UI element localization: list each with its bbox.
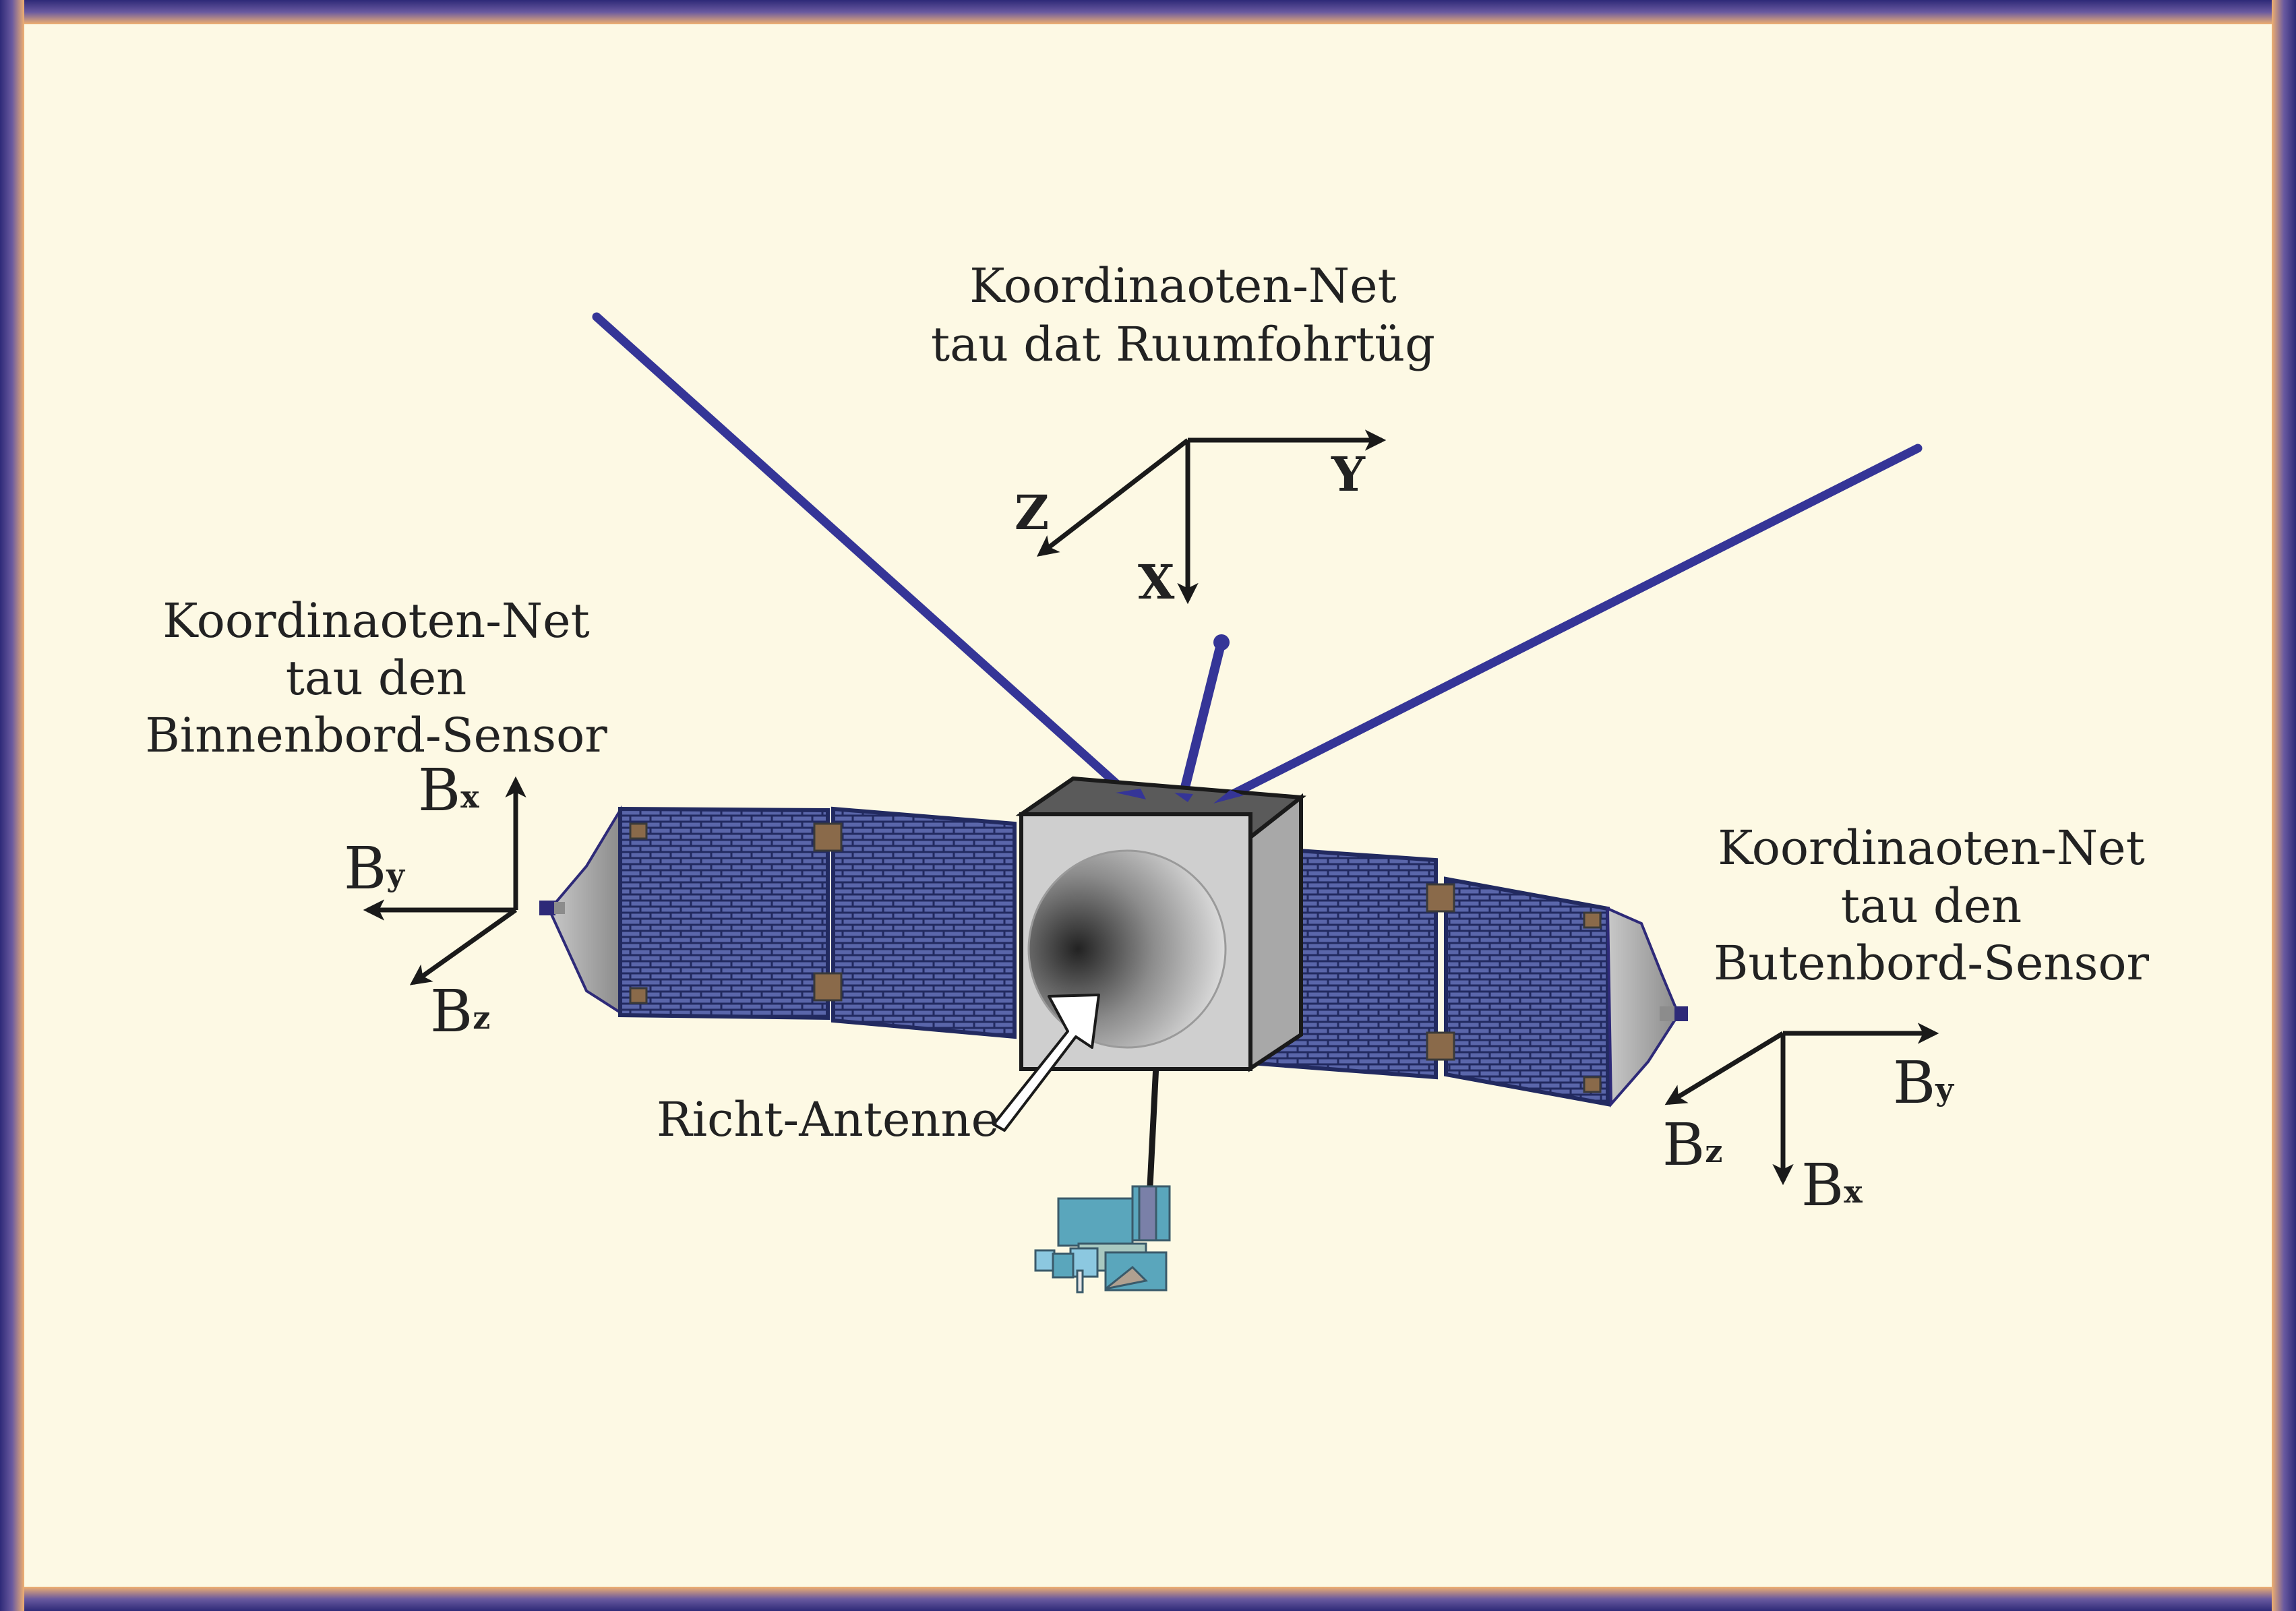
outboard-bx-label: Bx <box>1801 1152 1863 1219</box>
axis-label-x: X <box>1138 554 1175 610</box>
right-panel-outer <box>1444 876 1610 1107</box>
left-solar-wing <box>539 805 1017 1039</box>
svg-text:tau dat Ruumfohrtüg: tau dat Ruumfohrtüg <box>931 317 1435 372</box>
svg-text:Butenbord-Sensor: Butenbord-Sensor <box>1714 936 2150 991</box>
left-panel-inner <box>831 806 1017 1039</box>
svg-text:Koordinaoten-Net: Koordinaoten-Net <box>1718 820 2144 876</box>
antenna-label: Richt-Antenne <box>657 1092 999 1147</box>
antenna-pointer-arrow <box>992 994 1100 1132</box>
outboard-frame-caption: Koordinaoten-Net tau den Butenbord-Senso… <box>1714 820 2150 991</box>
svg-text:Binnenbord-Sensor: Binnenbord-Sensor <box>145 708 607 763</box>
inboard-sensor <box>539 901 555 915</box>
right-hinges <box>1426 883 1602 1093</box>
inboard-by-label: By <box>344 835 405 903</box>
inboard-bz-label: Bz <box>430 978 490 1045</box>
spacecraft-frame-caption: Koordinaoten-Net tau dat Ruumfohrtüg <box>931 258 1435 372</box>
svg-text:tau den: tau den <box>1841 878 2022 934</box>
body-side <box>1248 793 1303 1072</box>
outboard-by-label: By <box>1893 1050 1954 1117</box>
svg-text:Koordinaoten-Net: Koordinaoten-Net <box>162 593 589 648</box>
instrument-package <box>1034 1185 1171 1294</box>
inboard-sensor-axes <box>363 776 526 985</box>
instrument-stalk <box>1146 1064 1159 1200</box>
inboard-frame-caption: Koordinaoten-Net tau den Binnenbord-Sens… <box>145 593 607 763</box>
boom-left <box>592 312 1130 797</box>
boom-right <box>1219 444 1923 803</box>
outboard-bz-label: Bz <box>1662 1112 1722 1179</box>
spacecraft-axes <box>1037 429 1387 605</box>
svg-text:Koordinaoten-Net: Koordinaoten-Net <box>969 258 1396 313</box>
axis-label-y: Y <box>1331 446 1366 502</box>
left-hinges <box>629 822 843 1004</box>
outboard-sensor <box>1660 1006 1676 1021</box>
mast-antenna-tip <box>1213 634 1230 650</box>
axis-label-z: Z <box>1015 485 1049 541</box>
outboard-sensor-axes <box>1664 1023 1939 1186</box>
high-gain-dish <box>1027 849 1227 1049</box>
right-solar-wing <box>1257 845 1688 1108</box>
left-panel-outer <box>618 806 830 1021</box>
inboard-bx-label: Bx <box>418 757 479 824</box>
mast-antenna <box>1178 640 1226 797</box>
svg-text:tau den: tau den <box>286 650 467 706</box>
